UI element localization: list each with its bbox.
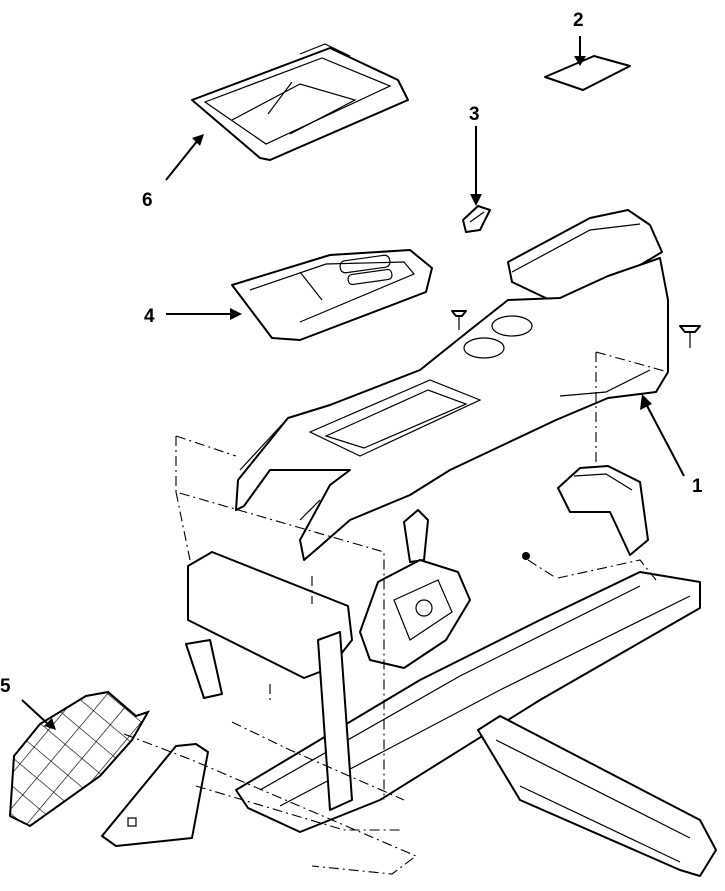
screw-right (679, 325, 701, 348)
callout-labels: 1 2 3 4 5 6 (0, 10, 703, 697)
callout-3: 3 (469, 104, 480, 125)
support-bracket-right (557, 465, 649, 556)
callout-4: 4 (144, 306, 155, 327)
rear-channel (477, 715, 717, 877)
callout-6: 6 (142, 190, 153, 211)
nut (522, 552, 530, 560)
screw-top (451, 310, 467, 330)
alignment-lines (123, 351, 669, 875)
shifter-bezel (231, 249, 433, 341)
storage-bin-trim (191, 43, 409, 161)
clip (462, 205, 491, 233)
shifter-mechanism (359, 509, 471, 669)
lower-trim-pad (101, 743, 209, 847)
callout-arrows (21, 36, 685, 730)
pad-insert (544, 55, 631, 91)
callout-1: 1 (692, 476, 703, 497)
floor-frame (185, 551, 701, 833)
callout-5: 5 (0, 676, 11, 697)
console-assembly (235, 209, 669, 561)
callout-2: 2 (573, 10, 584, 31)
